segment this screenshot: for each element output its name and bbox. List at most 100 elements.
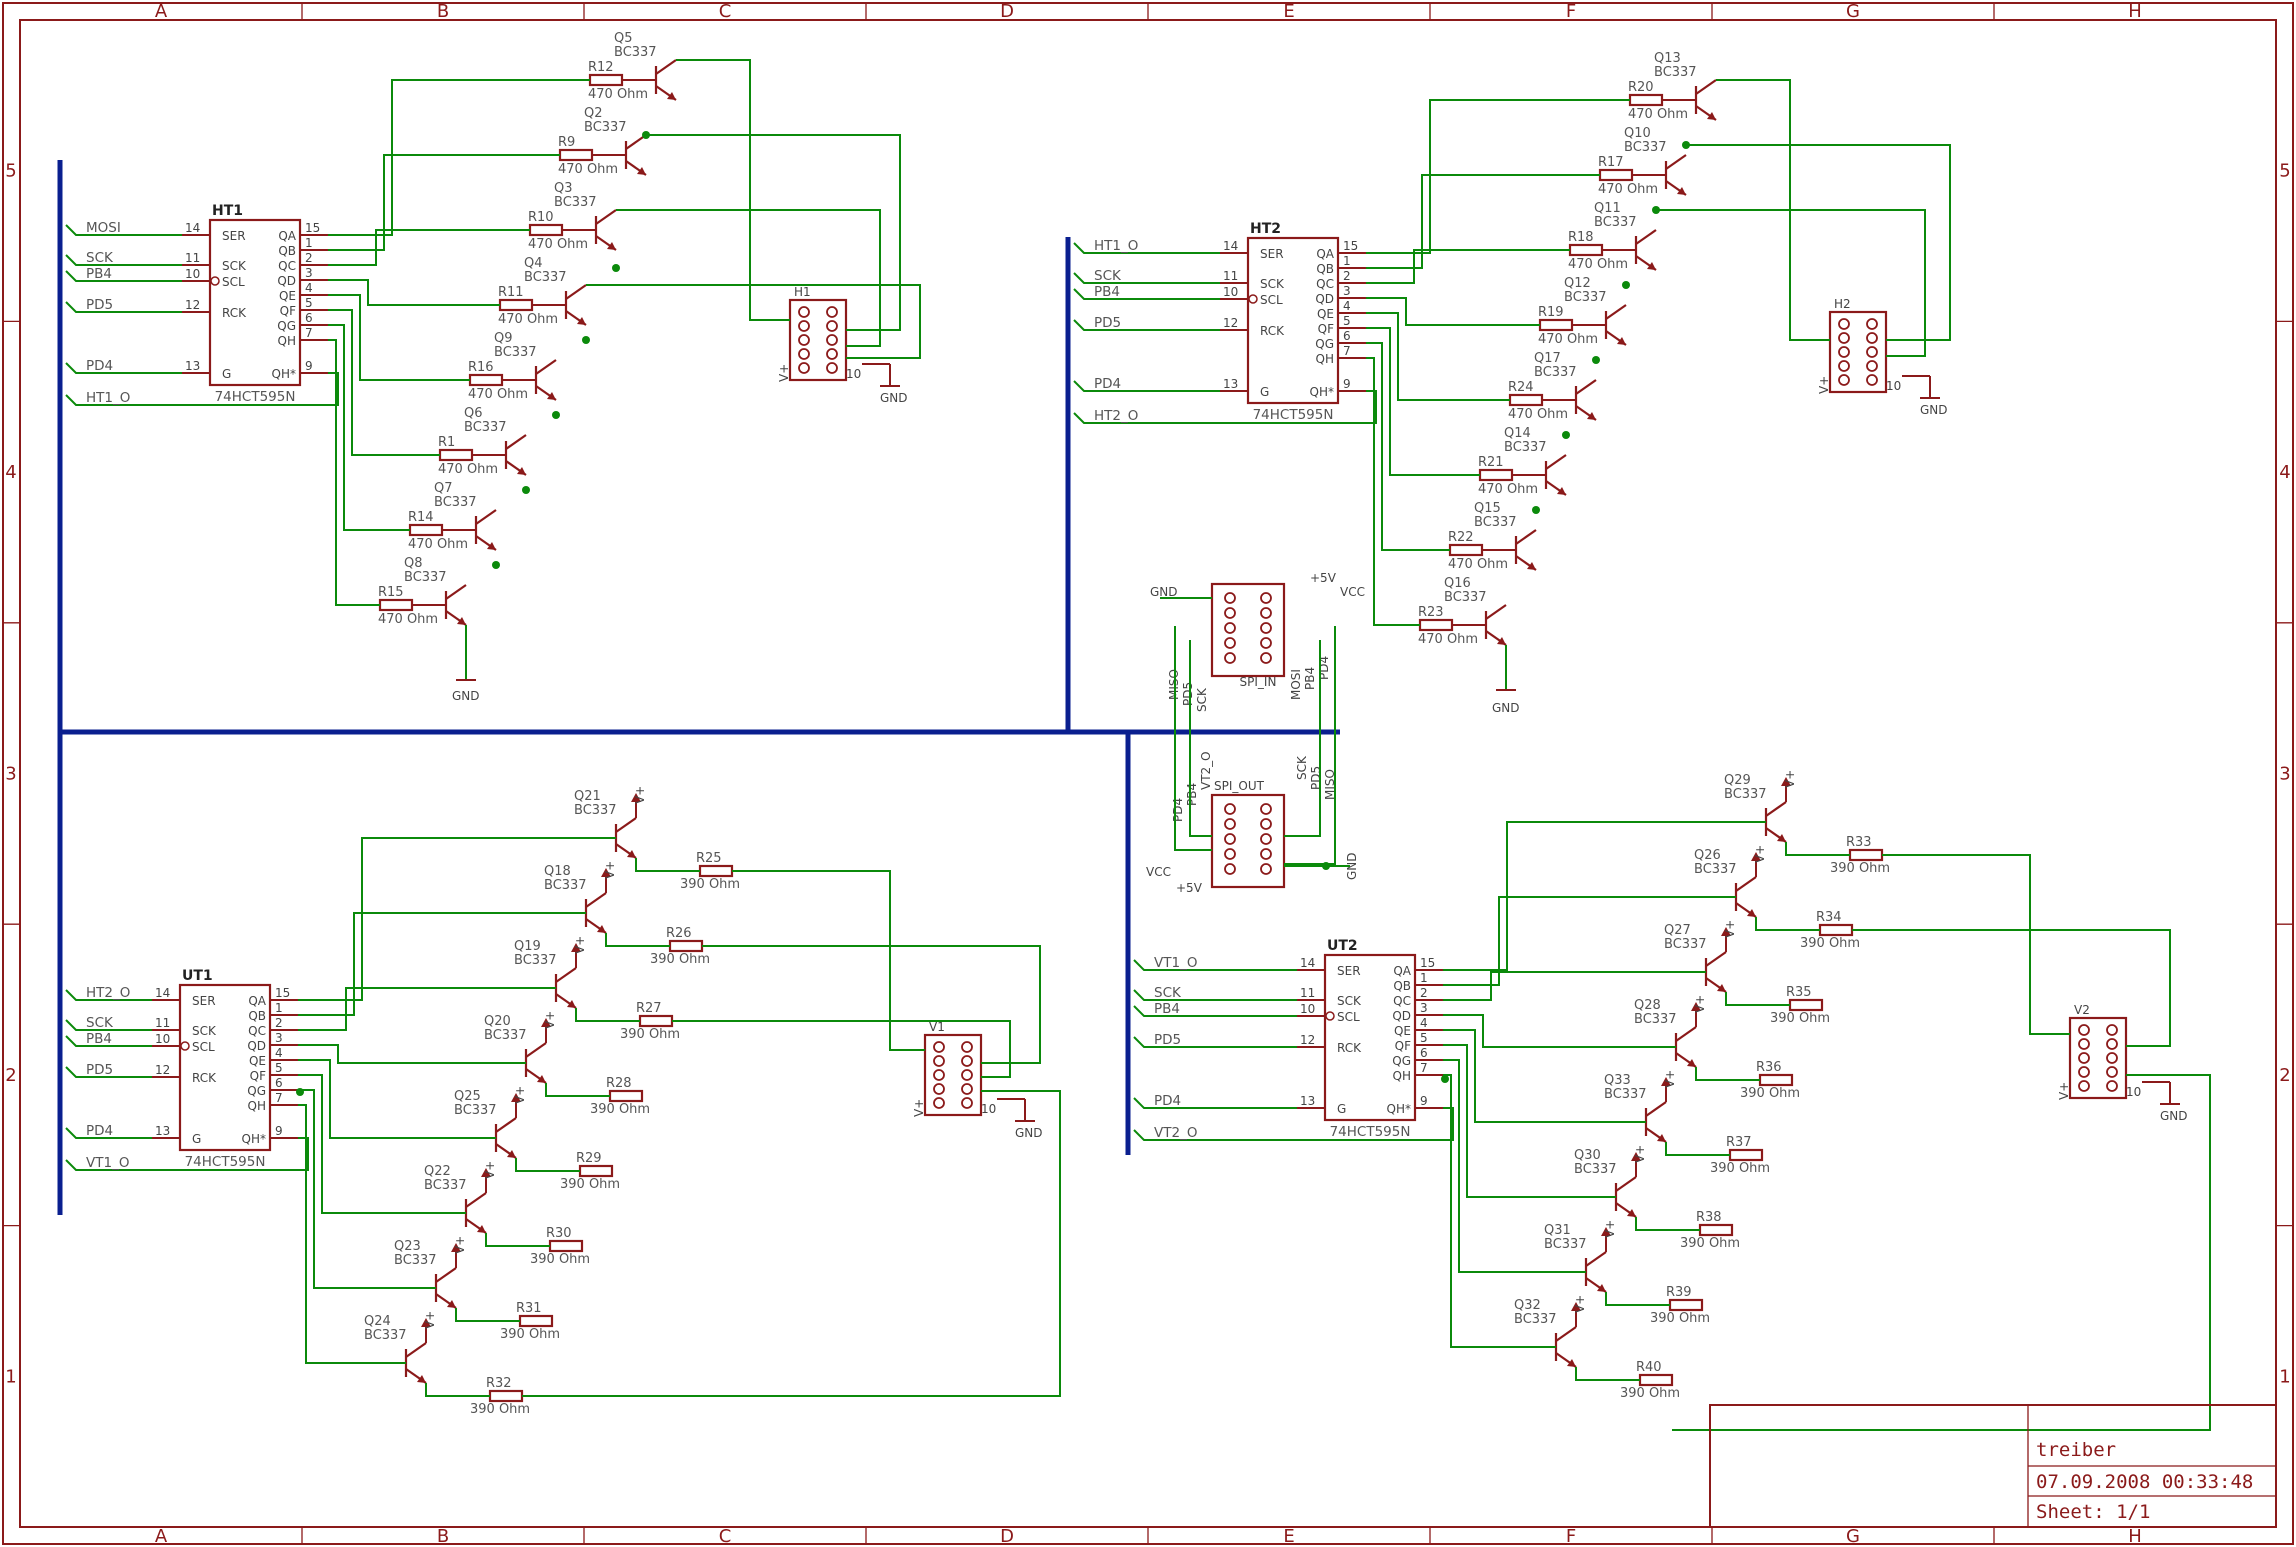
chip-pin-name: SCK xyxy=(1337,994,1362,1008)
emitter-arrow xyxy=(1657,1134,1666,1142)
resistor-value: 390 Ohm xyxy=(1650,1311,1710,1326)
transistor-collector xyxy=(1575,379,1597,395)
wire xyxy=(328,309,440,456)
chip-pin-name: QG xyxy=(1315,337,1334,351)
chip-pin-name: RCK xyxy=(222,306,247,320)
wire xyxy=(1605,1292,1670,1306)
bus-lines xyxy=(57,160,1340,1215)
connector-pin-number: 10 xyxy=(1886,379,1901,393)
chip-ut1: UT174HCT595NSER14SCK11SCL10RCK12G13QA15Q… xyxy=(152,968,298,1170)
wire xyxy=(298,837,616,1001)
connector-pin xyxy=(933,1055,945,1067)
net-label: PD4 xyxy=(86,1123,113,1139)
connector-body xyxy=(788,298,848,382)
transistor-name: Q3 xyxy=(554,181,573,196)
title-block: treiber 07.09.2008 00:33:48 Sheet: 1/1 xyxy=(1709,1404,2277,1528)
emitter-arrow xyxy=(1777,834,1786,842)
net-label: PD4 xyxy=(1154,1093,1181,1109)
border-row-label: 5 xyxy=(2279,161,2290,182)
resistor-name: R22 xyxy=(1448,530,1474,545)
resistor-body xyxy=(548,1239,584,1253)
transistor-type: BC337 xyxy=(364,1328,407,1343)
connector-pin xyxy=(1866,318,1878,330)
resistor-name: R15 xyxy=(378,585,404,600)
wire xyxy=(65,1137,309,1171)
border-row-label: 2 xyxy=(2279,1065,2290,1086)
net-label: PB4 xyxy=(86,1031,112,1047)
transistor-name: Q20 xyxy=(484,1014,511,1029)
wire xyxy=(1575,1367,1640,1381)
resistor-name: R26 xyxy=(666,926,692,941)
wire xyxy=(605,933,670,947)
wire xyxy=(1366,327,1480,476)
resistor-body xyxy=(488,1389,524,1403)
vplus-label: V+ xyxy=(1753,845,1767,863)
connector-pin xyxy=(961,1055,973,1067)
wire xyxy=(1073,242,1220,254)
wire xyxy=(1366,297,1540,326)
connector-pin xyxy=(961,1097,973,1109)
wire xyxy=(1443,1014,1676,1048)
emitter-arrow xyxy=(637,167,646,175)
connector-name: SPI_IN xyxy=(1240,675,1277,689)
chip-pin-number: 2 xyxy=(275,1016,283,1030)
transistor-type: BC337 xyxy=(424,1178,467,1193)
transistor-collector xyxy=(465,1192,487,1208)
connector-vplus: V+ xyxy=(912,1099,926,1117)
border-col-label: D xyxy=(1000,1,1014,22)
chip-pin-name: SCL xyxy=(1260,293,1283,307)
resistor-value: 390 Ohm xyxy=(1830,861,1890,876)
chip-pin-number: 10 xyxy=(185,267,200,281)
chip-pin-name: QB xyxy=(278,244,296,258)
transistor-collector xyxy=(525,1042,547,1058)
wire xyxy=(1695,1067,1760,1081)
spi-out-label: MISO xyxy=(1323,769,1337,800)
resistor-value: 470 Ohm xyxy=(588,87,648,102)
transistor-type: BC337 xyxy=(614,45,657,60)
resistor-name: R35 xyxy=(1786,985,1812,1000)
emitter-arrow xyxy=(1647,262,1656,270)
chip-pin-name: QH xyxy=(1393,1069,1411,1083)
vplus-arrow xyxy=(481,1168,491,1177)
transistor-type: BC337 xyxy=(404,570,447,585)
spi-out-label: VCC xyxy=(1146,865,1171,879)
vplus-label: V+ xyxy=(1603,1220,1617,1238)
transistor-collector xyxy=(655,59,677,75)
net-label: SCK xyxy=(1154,985,1182,1001)
transistor-collector xyxy=(435,1267,457,1283)
chip-pin-number: 2 xyxy=(1343,269,1351,283)
transistor-collector xyxy=(505,434,527,450)
connector-pin xyxy=(2078,1038,2090,1050)
border-col-label: F xyxy=(1566,1526,1576,1547)
wire xyxy=(1635,1217,1700,1231)
net-label: PB4 xyxy=(86,266,112,282)
chip-pin-number: 4 xyxy=(1343,299,1351,313)
connector-pin xyxy=(1260,818,1272,830)
wire xyxy=(1443,1059,1586,1273)
border-col-label: C xyxy=(719,1,732,22)
transistor-type: BC337 xyxy=(1594,215,1637,230)
border-row-label: 1 xyxy=(2279,1366,2290,1387)
connector-pin xyxy=(2106,1066,2118,1078)
emitter-arrow xyxy=(1677,187,1686,195)
border-col-label: E xyxy=(1283,1526,1294,1547)
connector-pin xyxy=(2078,1066,2090,1078)
transistor-name: Q13 xyxy=(1654,51,1681,66)
border-col-label: H xyxy=(2128,1,2142,22)
resistor-value: 390 Ohm xyxy=(650,952,710,967)
resistor-name: R19 xyxy=(1538,305,1564,320)
connector-name: H2 xyxy=(1834,297,1851,311)
net-label: PD5 xyxy=(1094,315,1121,331)
chip-ht2: HT274HCT595NSER14SCK11SCL10RCK12G13QA15Q… xyxy=(1220,221,1366,423)
chip-pin-name: QH xyxy=(278,334,296,348)
chip-pin-number: 5 xyxy=(1343,314,1351,328)
chip-name: HT2 xyxy=(1250,221,1281,237)
